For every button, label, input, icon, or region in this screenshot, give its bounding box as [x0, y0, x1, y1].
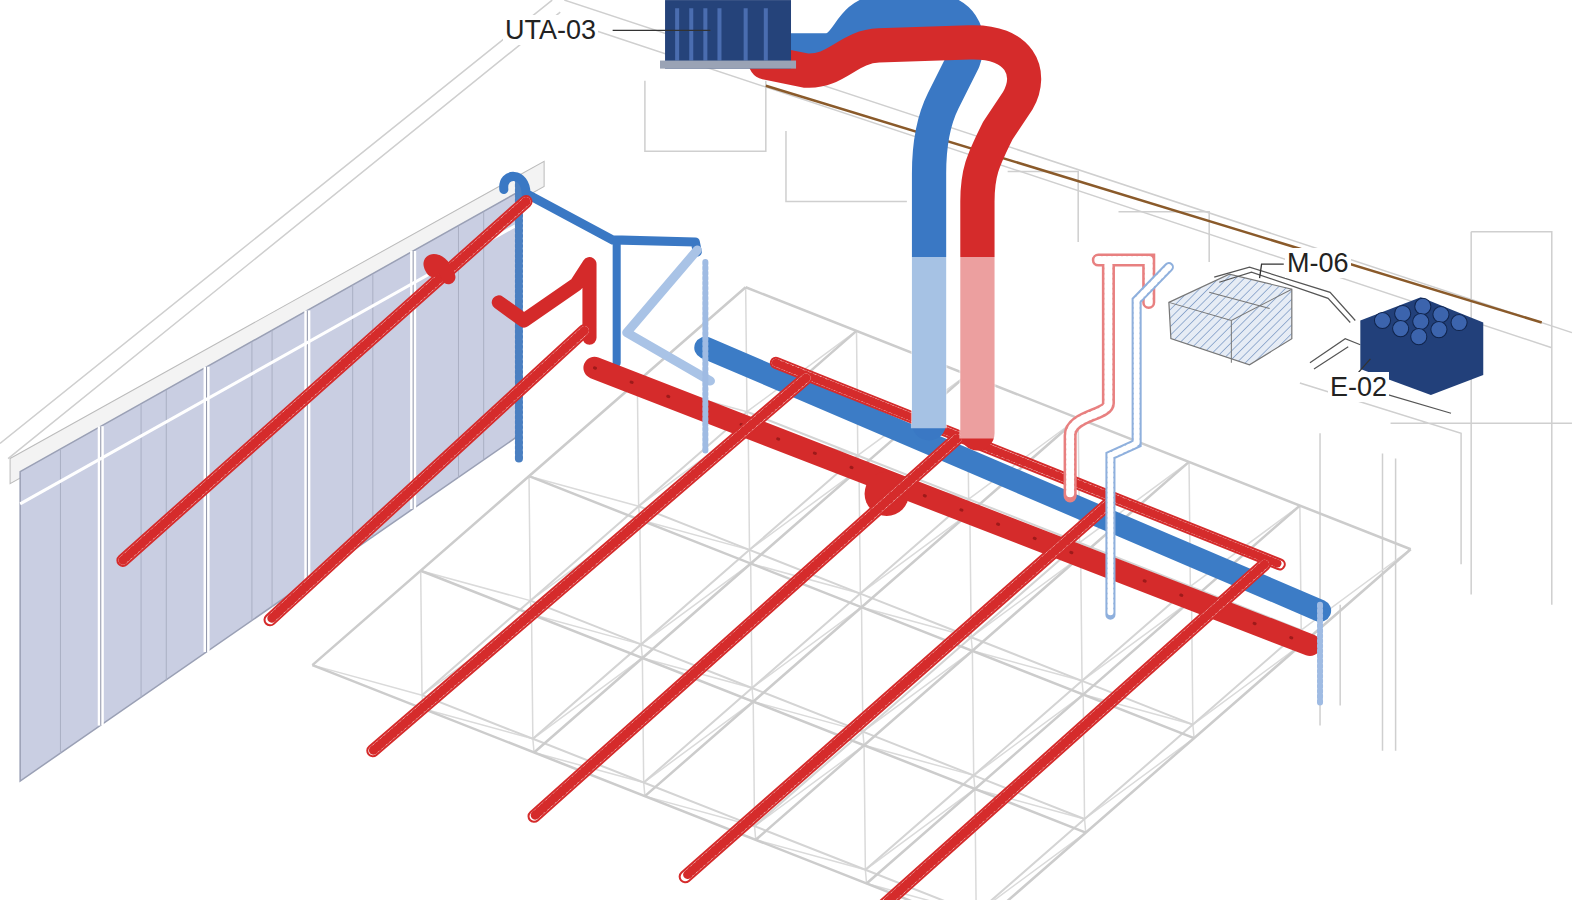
equipment-tag: M-06 — [1285, 248, 1351, 278]
chiller-unit — [1310, 297, 1483, 413]
leader-line — [613, 30, 711, 31]
shaft-ducts — [766, 10, 1024, 438]
diffuser-dots — [595, 368, 1310, 645]
box-edges — [1169, 289, 1292, 363]
branch-elbow — [431, 261, 449, 277]
equipment-tag: UTA-03 — [503, 15, 598, 45]
box-body — [1169, 274, 1292, 365]
return-riser-hatch — [1110, 267, 1168, 615]
air-handling-unit — [660, 0, 796, 69]
supply-duct — [595, 368, 1310, 645]
space-frame — [312, 287, 1410, 900]
pipe-ghost — [627, 250, 711, 381]
ahu-grilles — [677, 8, 766, 60]
return-riser — [1110, 267, 1168, 615]
chilled-drop — [613, 242, 621, 363]
drops — [705, 262, 1320, 705]
branch-outline — [123, 202, 1265, 900]
chiller-fans — [1374, 298, 1467, 344]
leader-lines — [613, 30, 1371, 375]
shaft-fade — [929, 257, 977, 438]
branch-fill — [123, 202, 1265, 900]
leader-line — [1260, 264, 1284, 278]
equipment-tag: E-02 — [1328, 372, 1389, 402]
ahu-body — [665, 0, 791, 69]
branch-hatch — [123, 202, 1265, 900]
truss-web — [312, 287, 1410, 900]
ahu-base — [660, 61, 796, 69]
bay-frames — [101, 251, 413, 726]
facade-pipes — [499, 176, 711, 458]
truss-top-chord — [312, 287, 1410, 900]
chilled-pipe — [504, 176, 698, 252]
slab-edge — [1300, 383, 1572, 564]
bay-mullions — [101, 251, 413, 726]
branch-ducts — [123, 202, 1320, 900]
hot-pipe — [499, 264, 590, 338]
